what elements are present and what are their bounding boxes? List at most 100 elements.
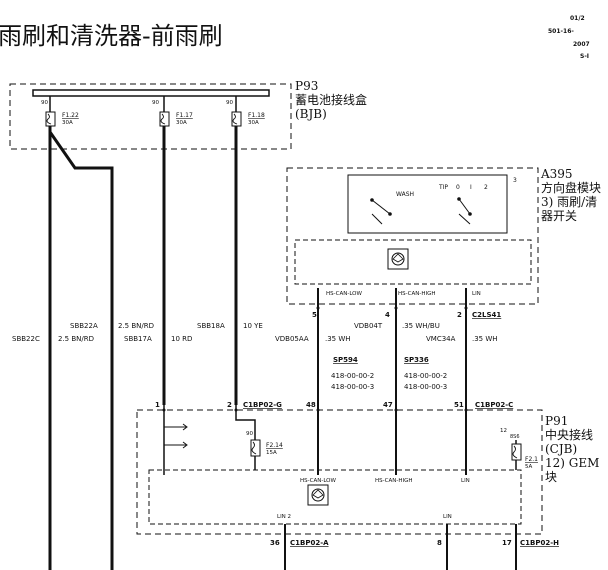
wire-id: SBB18A (197, 322, 225, 330)
a395-name: 器开关 (541, 209, 577, 223)
connector-id: C1BP02-H (520, 539, 559, 547)
wire-spec: .35 WH/BU (402, 322, 440, 330)
p91-name: 块 (545, 470, 557, 484)
splice-ref: 418-00-00-2 (331, 372, 374, 380)
wire-id: VDB05AA (275, 335, 309, 343)
connector-id: C2LS41 (472, 311, 501, 319)
fuse-f1-17: 90 F1.17 30A (152, 96, 193, 127)
splice-id: SP336 (404, 356, 429, 364)
fuse-f1-18: 90 F1.18 30A (226, 96, 265, 127)
power-wires (48, 126, 238, 570)
p93-id: P93 (295, 79, 318, 93)
can-lin-wires (317, 288, 467, 475)
p91-bottom-pins: 36 C1BP02-A 8 17 C1BP02-H (270, 539, 559, 547)
wiper-switch-symbol (370, 197, 472, 225)
a395-steering-module: WASH TIP 0 I 2 3 HS-CAN-LOW HS-CAN-HIGH … (286, 167, 601, 305)
pin-number: 5 (312, 311, 317, 319)
fuse-f1-22: 90 F1.22 30A (41, 96, 79, 127)
fuse-id: F1.18 (248, 112, 265, 119)
wire-spec: 2.5 BN/RD (58, 335, 94, 343)
fuse-id: F1.17 (176, 112, 193, 119)
corner-line: 501-16- (548, 28, 574, 35)
page-title: 雨刷和清洗器-前雨刷 (0, 22, 223, 50)
bus-label: HS-CAN-LOW (300, 478, 337, 484)
fuse-id: F1.22 (62, 112, 79, 119)
p91-central-junction-box: P91 中央接线 (CJB) 12) GEM 块 (136, 409, 599, 535)
module-icon (387, 248, 409, 270)
pin-number: 36 (270, 539, 280, 547)
fuse-rating: 30A (176, 120, 187, 126)
splice-ref: 418-00-00-3 (404, 383, 447, 391)
p91-internal-wiring (163, 405, 517, 475)
p91-id: P91 (545, 414, 568, 428)
switch-label-2: 2 (484, 184, 488, 191)
pin-number: 2 (457, 311, 462, 319)
p91-top-pins: 1 2 C1BP02-G 48 47 51 C1BP02-C (155, 401, 513, 409)
splice-id: SP594 (333, 356, 358, 364)
junction-dots (162, 306, 468, 412)
wire-id: SBB22A (70, 322, 98, 330)
wire-spec: 10 RD (171, 335, 192, 343)
connector-id: C1BP02-A (290, 539, 329, 547)
bus-label: LIN 2 (277, 514, 291, 520)
fuse-rating: 30A (62, 120, 73, 126)
fuse-pin: 90 (226, 100, 233, 106)
wire-id: VDB04T (354, 322, 383, 330)
fuse-pin: 90 (246, 431, 253, 437)
fuse-rating: 30A (248, 120, 259, 126)
splice-ref: 418-00-00-2 (404, 372, 447, 380)
p93-abbr: (BJB) (295, 107, 327, 121)
p91-name: 中央接线 (545, 427, 593, 442)
splice-sp336: SP336 418-00-00-2 418-00-00-3 (404, 356, 447, 391)
gem-module: HS-CAN-LOW HS-CAN-HIGH LIN LIN 2 LIN (277, 478, 470, 520)
fuse-f2-14: 90 F2.14 15A (246, 431, 283, 457)
corner-line: S-I (580, 53, 589, 60)
wire-id: VMC34A (426, 335, 456, 343)
corner-line: 2007 (573, 41, 590, 48)
a395-id: A395 (540, 167, 573, 181)
corner-info: 01/2 501-16- 2007 S-I (548, 15, 590, 60)
pin-number: 2 (227, 401, 232, 409)
pin-number: 48 (306, 401, 316, 409)
module-icon (307, 484, 329, 506)
a395-pins: 5 4 2 C2LS41 (312, 311, 501, 319)
p91-name: 12) GEM (545, 456, 599, 470)
switch-label-tip: TIP (438, 184, 448, 191)
wire-spec: 10 YE (243, 322, 263, 330)
fuse-rating: 15A (266, 450, 277, 456)
wire-labels-left: SBB22C 2.5 BN/RD SBB22A 2.5 BN/RD SBB17A… (12, 322, 263, 343)
pin-number: 8 (437, 539, 442, 547)
pin-number: 1 (155, 401, 160, 409)
bus-label: HS-CAN-HIGH (375, 478, 412, 484)
bottom-wires (284, 524, 517, 570)
a395-name: 3) 雨刷/清 (541, 195, 597, 209)
bus-label: LIN (472, 291, 481, 297)
wire-spec: .35 WH (472, 335, 498, 343)
p93-name: 蓄电池接线盒 (295, 92, 367, 107)
wire-spec: 2.5 BN/RD (118, 322, 154, 330)
switch-label-1: I (470, 184, 472, 191)
can-wire-labels: VDB05AA .35 WH VDB04T .35 WH/BU VMC34A .… (275, 322, 498, 343)
corner-line: 01/2 (570, 15, 585, 22)
wire-spec: .35 WH (325, 335, 351, 343)
connector-id: C1BP02-C (475, 401, 513, 409)
pin-number: 4 (385, 311, 390, 319)
fuse-pin: 90 (41, 100, 48, 106)
fuse-pin: 90 (152, 100, 159, 106)
bus-label: LIN (461, 478, 470, 484)
switch-label-0: 0 (456, 184, 460, 191)
splice-sp594: SP594 418-00-00-2 418-00-00-3 (331, 356, 374, 391)
fuse-id: F2.1 (525, 456, 538, 463)
bus-label: HS-CAN-HIGH (398, 291, 435, 297)
pin-number: 47 (383, 401, 393, 409)
wire-id: SBB17A (124, 335, 152, 343)
pin-number: 12 (500, 428, 507, 434)
bus-label: HS-CAN-LOW (326, 291, 363, 297)
fuse-rating: 5A (525, 464, 532, 470)
connector-id: C1BP02-G (243, 401, 282, 409)
wire-id: SBB22C (12, 335, 40, 343)
switch-label-wash: WASH (396, 191, 414, 198)
bus-label: LIN (443, 514, 452, 520)
pin-number: 17 (502, 539, 512, 547)
